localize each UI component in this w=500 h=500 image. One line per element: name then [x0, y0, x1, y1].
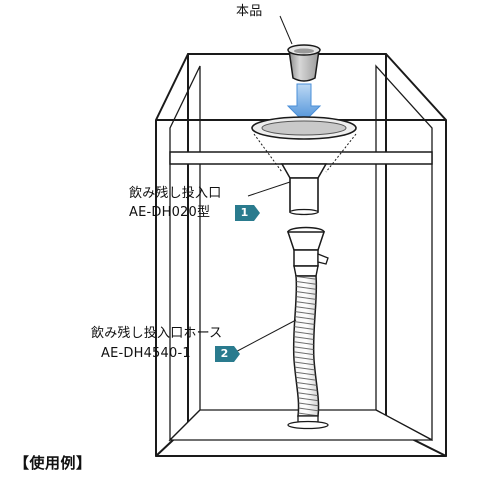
product-cup: [287, 44, 321, 82]
hose-model-label: AE-DH4540-1: [101, 346, 191, 361]
drink-inlet-hose: [286, 226, 329, 430]
drink-inlet-funnel: [251, 116, 357, 216]
inlet-name-label: 飲み残し投入口: [129, 186, 222, 201]
badge-2: 2: [215, 346, 240, 362]
badge-1: 1: [235, 205, 260, 221]
cabinet-right-wall: [385, 53, 447, 457]
leader-lines: [227, 15, 297, 357]
usage-example-caption: 【使用例】: [14, 454, 92, 472]
leader-product: [279, 15, 293, 45]
hose-name-label: 飲み残し投入口ホース: [91, 326, 223, 341]
cabinet-back-wall: [187, 53, 387, 427]
down-arrow-icon: [286, 83, 322, 123]
cabinet-front-frame: [155, 120, 447, 457]
inlet-model-label: AE-DH020型: [129, 205, 211, 220]
counter-shelf: [169, 151, 433, 165]
cabinet-left-wall: [155, 53, 189, 457]
leader-hose: [227, 319, 297, 357]
leader-inlet: [247, 181, 291, 197]
product-label: 本品: [236, 4, 263, 19]
